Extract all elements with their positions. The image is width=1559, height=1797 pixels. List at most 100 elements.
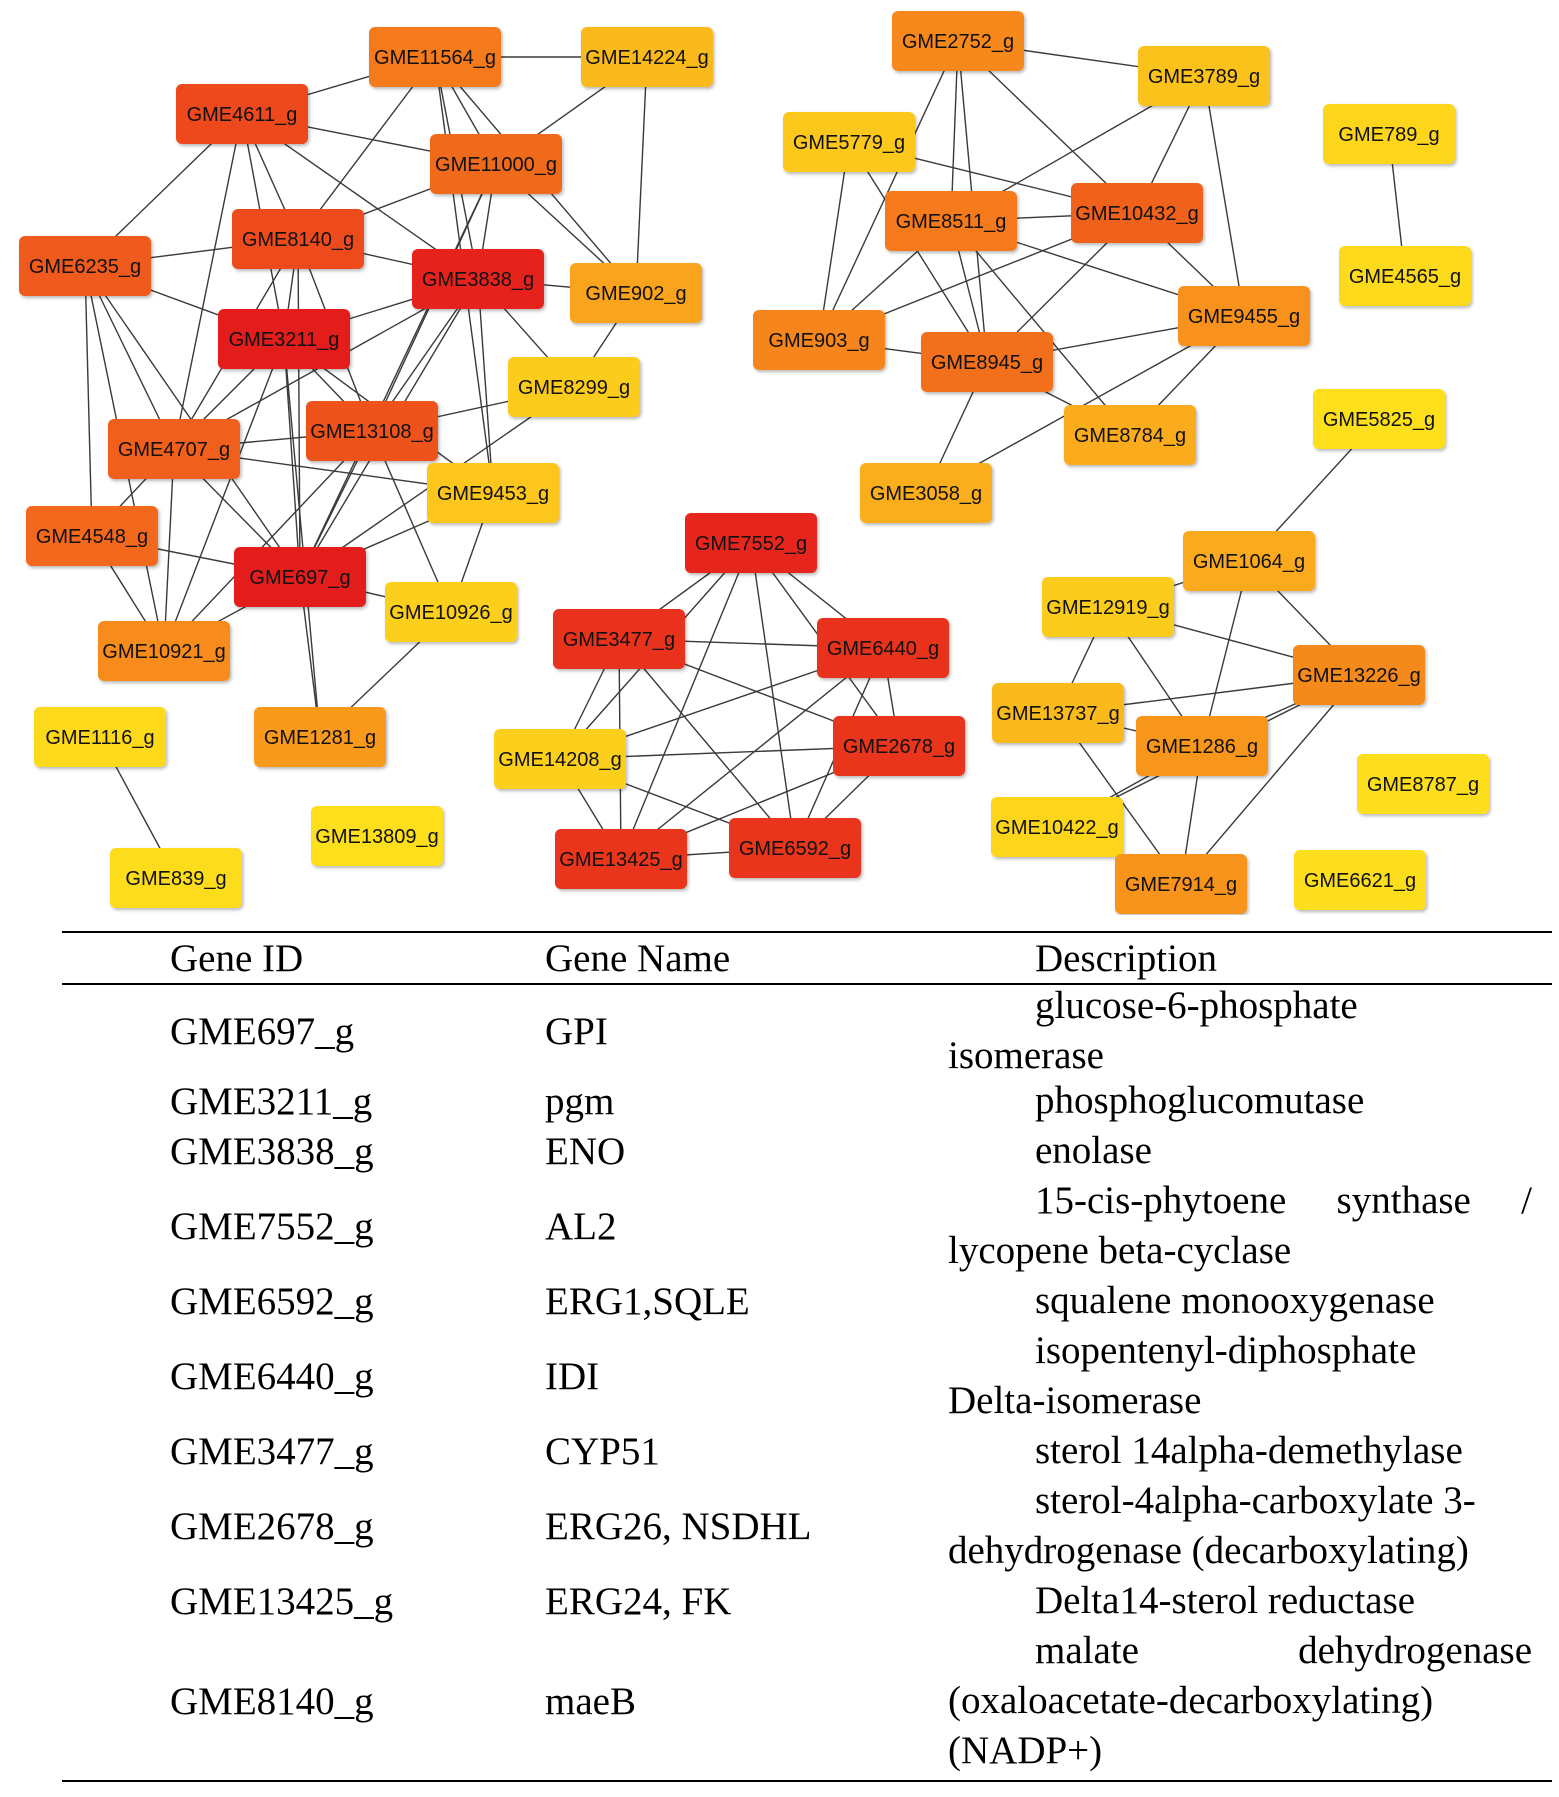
node-box bbox=[234, 547, 366, 607]
node-label: GME4565_g bbox=[1349, 266, 1461, 288]
node-box bbox=[1136, 716, 1268, 776]
node-GME6592_g: GME6592_g bbox=[729, 818, 861, 878]
cell-gene-name: CYP51 bbox=[545, 1430, 660, 1473]
cell-description: sterol 14alpha-demethylase bbox=[948, 1426, 1532, 1476]
node-box bbox=[991, 797, 1123, 857]
description-line-1: squalene monooxygenase bbox=[1035, 1279, 1435, 1322]
cell-gene-id: GME3477_g bbox=[170, 1430, 374, 1473]
node-GME10926_g: GME10926_g bbox=[385, 582, 517, 642]
node-GME8787_g: GME8787_g bbox=[1357, 754, 1489, 814]
cell-gene-id: GME13425_g bbox=[170, 1580, 394, 1623]
node-label: GME1281_g bbox=[264, 727, 376, 749]
node-GME6235_g: GME6235_g bbox=[19, 236, 151, 296]
node-box bbox=[369, 27, 501, 87]
node-GME4565_g: GME4565_g bbox=[1339, 246, 1471, 306]
node-label: GME2678_g bbox=[843, 736, 955, 758]
node-GME4707_g: GME4707_g bbox=[108, 419, 240, 479]
cell-gene-id: GME3838_g bbox=[170, 1130, 374, 1173]
description-line-1: malate dehydrogenase bbox=[1035, 1629, 1532, 1672]
node-GME13425_g: GME13425_g bbox=[555, 829, 687, 889]
node-box bbox=[1293, 645, 1425, 705]
edge-GME3211_g-GME697_g bbox=[283, 338, 301, 578]
node-GME5779_g: GME5779_g bbox=[783, 112, 915, 172]
node-label: GME12919_g bbox=[1046, 597, 1169, 619]
node-box bbox=[885, 191, 1017, 251]
table-header-rule bbox=[62, 983, 1552, 985]
node-GME5825_g: GME5825_g bbox=[1313, 389, 1445, 449]
edge-GME11564_g-GME8140_g bbox=[297, 56, 436, 240]
edge-GME14224_g-GME902_g bbox=[635, 56, 648, 294]
cell-gene-id: GME8140_g bbox=[170, 1680, 374, 1723]
node-label: GME1064_g bbox=[1193, 551, 1305, 573]
node-box bbox=[921, 332, 1053, 392]
node-GME8140_g: GME8140_g bbox=[232, 209, 364, 269]
node-box bbox=[34, 707, 166, 767]
node-label: GME9455_g bbox=[1188, 306, 1300, 328]
node-label: GME6440_g bbox=[827, 638, 939, 660]
node-GME3211_g: GME3211_g bbox=[218, 309, 350, 369]
node-box bbox=[1178, 286, 1310, 346]
header-description: Description bbox=[1035, 937, 1217, 980]
cell-gene-name: ERG1,SQLE bbox=[545, 1280, 750, 1323]
node-label: GME903_g bbox=[768, 330, 869, 352]
edge-GME7552_g-GME6592_g bbox=[750, 542, 796, 849]
node-box bbox=[430, 134, 562, 194]
cell-gene-id: GME697_g bbox=[170, 1010, 355, 1053]
node-label: GME839_g bbox=[125, 868, 226, 890]
node-box bbox=[1313, 389, 1445, 449]
node-GME1064_g: GME1064_g bbox=[1183, 531, 1315, 591]
description-line-2: Delta-isomerase bbox=[948, 1379, 1202, 1422]
node-box bbox=[1138, 46, 1270, 106]
node-GME4611_g: GME4611_g bbox=[176, 84, 308, 144]
node-box bbox=[110, 848, 242, 908]
node-GME1281_g: GME1281_g bbox=[254, 707, 386, 767]
node-label: GME6621_g bbox=[1304, 870, 1416, 892]
node-GME2678_g: GME2678_g bbox=[833, 716, 965, 776]
edge-GME3477_g-GME6592_g bbox=[618, 638, 796, 849]
node-GME10921_g: GME10921_g bbox=[98, 621, 230, 681]
node-GME11564_g: GME11564_g bbox=[369, 27, 501, 87]
cell-description: phosphoglucomutase bbox=[948, 1076, 1532, 1126]
node-GME903_g: GME903_g bbox=[753, 310, 885, 370]
node-box bbox=[311, 806, 443, 866]
node-box bbox=[553, 609, 685, 669]
description-line-1: sterol 14alpha-demethylase bbox=[1035, 1429, 1463, 1472]
node-label: GME3789_g bbox=[1148, 66, 1260, 88]
node-GME6440_g: GME6440_g bbox=[817, 618, 949, 678]
node-box bbox=[427, 463, 559, 523]
edge-GME4611_g-GME4707_g bbox=[173, 113, 243, 450]
node-label: GME7552_g bbox=[695, 533, 807, 555]
node-label: GME697_g bbox=[249, 567, 350, 589]
node-box bbox=[729, 818, 861, 878]
cell-gene-id: GME3211_g bbox=[170, 1080, 373, 1123]
node-label: GME8784_g bbox=[1074, 425, 1186, 447]
edge-GME13108_g-GME10921_g bbox=[163, 430, 373, 652]
node-label: GME3058_g bbox=[870, 483, 982, 505]
node-GME13737_g: GME13737_g bbox=[992, 683, 1124, 743]
edge-GME11000_g-GME697_g bbox=[299, 163, 497, 578]
node-box bbox=[1064, 405, 1196, 465]
cell-gene-name: AL2 bbox=[545, 1205, 617, 1248]
node-label: GME11000_g bbox=[435, 154, 557, 176]
edge-GME5779_g-GME8945_g bbox=[848, 141, 988, 363]
description-line-1: phosphoglucomutase bbox=[1035, 1079, 1365, 1122]
node-GME14208_g: GME14208_g bbox=[494, 729, 626, 789]
edge-GME4707_g-GME10921_g bbox=[163, 448, 175, 652]
node-label: GME8299_g bbox=[518, 377, 630, 399]
node-GME10422_g: GME10422_g bbox=[991, 797, 1123, 857]
node-label: GME4548_g bbox=[36, 526, 148, 548]
node-GME8511_g: GME8511_g bbox=[885, 191, 1017, 251]
node-label: GME4707_g bbox=[118, 439, 230, 461]
node-label: GME11564_g bbox=[374, 47, 496, 69]
node-GME7914_g: GME7914_g bbox=[1115, 854, 1247, 914]
description-line-1: Delta14-sterol reductase bbox=[1035, 1579, 1416, 1622]
description-line-1: 15-cis-phytoene synthase / bbox=[1035, 1179, 1532, 1222]
edge-GME6235_g-GME4707_g bbox=[84, 265, 175, 450]
edge-GME3211_g-GME1281_g bbox=[283, 338, 321, 738]
node-label: GME13737_g bbox=[996, 703, 1119, 725]
node-box bbox=[306, 401, 438, 461]
description-line-2: lycopene beta-cyclase bbox=[948, 1229, 1292, 1272]
